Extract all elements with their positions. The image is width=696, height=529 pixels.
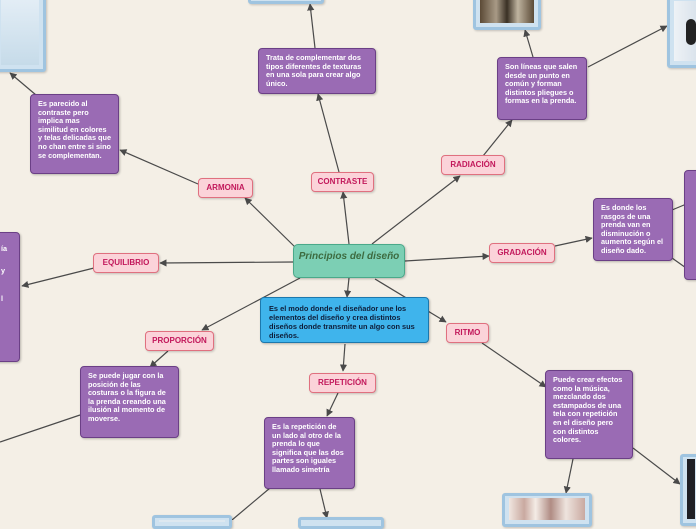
photo-contraste [248,0,324,4]
label-proporcion-text: PROPORCIÓN [152,336,207,345]
description-repeticion-text: Es la repetición de un lado al otro de l… [272,422,344,474]
label-armonia[interactable]: ARMONIA [198,178,253,198]
connector-ritmo-photo2 [633,448,680,484]
connector-repeticion-desc [327,393,338,416]
description-armonia-text: Es parecido al contraste pero implica ma… [38,99,111,160]
connector-ritmo-photo [566,459,573,493]
description-gradacion-2[interactable] [684,170,696,280]
connector-radiacion-desc [483,120,512,156]
photo-repeticion [152,515,232,529]
photo-radiacion-2 [667,0,696,68]
central-topic[interactable]: Principios del diseño [293,244,405,278]
connector-equilibrio [160,262,293,263]
connector-radiacion [372,176,460,244]
description-equilibrio[interactable]: ía y l [0,232,20,362]
label-radiacion[interactable]: RADIACIÓN [441,155,505,175]
label-gradacion[interactable]: GRADACIÓN [489,243,555,263]
photo-radiacion [473,0,541,30]
description-gradacion[interactable]: Es donde los rasgos de una prenda van en… [593,198,673,261]
connector-definition [347,278,349,297]
connector-contraste [343,192,349,244]
description-gradacion-text: Es donde los rasgos de una prenda van en… [601,203,663,255]
connector-equilibrio-desc [22,268,94,286]
description-ritmo-text: Puede crear efectos como la música, mezc… [553,375,622,444]
central-topic-title: Principios del diseño [299,251,400,262]
photo-repeticion-2 [298,517,384,529]
description-contraste-text: Trata de complementar dos tipos diferent… [266,53,361,88]
label-repeticion[interactable]: REPETICIÓN [309,373,376,393]
connector-contraste-photo [310,4,315,48]
label-radiacion-text: RADIACIÓN [450,160,495,169]
label-contraste-text: CONTRASTE [318,177,368,186]
description-contraste[interactable]: Trata de complementar dos tipos diferent… [258,48,376,94]
connector-contraste-desc [318,94,339,172]
description-proporcion-text: Se puede jugar con la posición de las co… [88,371,166,423]
label-equilibrio-text: EQUILIBRIO [103,258,150,267]
connector-radiacion-photo [525,30,533,57]
photo-armonia [0,0,46,72]
label-armonia-text: ARMONIA [206,183,244,192]
connector-proporcion-desc [150,351,168,367]
photo-ritmo-2 [680,454,696,526]
description-proporcion[interactable]: Se puede jugar con la posición de las co… [80,366,179,438]
description-equilibrio-fragment-2: y [1,267,5,276]
label-gradacion-text: GRADACIÓN [497,248,546,257]
label-equilibrio[interactable]: EQUILIBRIO [93,253,159,273]
connector-armonia [245,198,296,248]
connector-ritmo-desc [482,343,546,387]
label-contraste[interactable]: CONTRASTE [311,172,374,192]
connector-repeticion-photo [320,489,327,518]
connector-radiacion-photo2 [588,26,667,67]
definition-text: Es el modo donde el diseñador une los el… [269,304,415,340]
description-armonia[interactable]: Es parecido al contraste pero implica ma… [30,94,119,174]
label-proporcion[interactable]: PROPORCIÓN [145,331,214,351]
description-radiacion-text: Son líneas que salen desde un punto en c… [505,62,577,105]
description-equilibrio-fragment-3: l [1,295,3,304]
description-radiacion[interactable]: Son líneas que salen desde un punto en c… [497,57,587,120]
photo-ritmo [502,493,592,527]
label-repeticion-text: REPETICIÓN [318,378,367,387]
description-equilibrio-fragment-1: ía [1,245,7,254]
connector-gradacion [405,256,489,261]
description-ritmo[interactable]: Puede crear efectos como la música, mezc… [545,370,633,459]
label-ritmo-text: RITMO [455,328,481,337]
definition-card[interactable]: Es el modo donde el diseñador une los el… [260,297,429,343]
connector-armonia-desc [120,150,198,184]
connector-repeticion [343,344,345,371]
connector-gradacion-desc [555,238,592,246]
description-repeticion[interactable]: Es la repetición de un lado al otro de l… [264,417,355,489]
label-ritmo[interactable]: RITMO [446,323,489,343]
connector-armonia-photo [10,73,36,95]
